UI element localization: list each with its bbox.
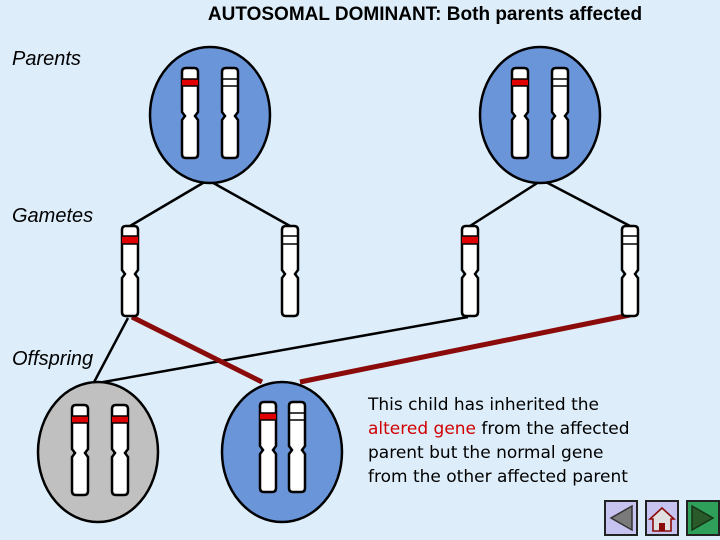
parent-1-cell [148,45,272,185]
line-g4-child2 [299,312,631,385]
gamete-3-altered [460,224,480,318]
altered-gene-highlight: altered gene [368,419,477,439]
line-p1-g2 [207,178,291,228]
note-line-2: altered gene from the affected [368,417,688,441]
note-line-2-rest: from the affected [476,419,630,439]
chromosome-altered [110,403,130,497]
chromosome-altered [180,66,200,160]
chromosome-normal [550,66,570,160]
chromosome-normal [220,66,240,160]
offspring-2-cell [220,380,344,524]
line-p2-g3 [469,178,543,228]
page-title: AUTOSOMAL DOMINANT: Both parents affecte… [207,4,643,25]
line-p2-g4 [541,178,631,228]
chromosome-altered [510,66,530,160]
chromosome-altered [70,403,90,497]
gamete-2-normal [280,224,300,318]
chromosome-altered [258,400,278,494]
gametes-label: Gametes [12,205,94,227]
line-g1-child2 [130,314,264,385]
chromosome-normal [287,400,307,494]
note-line-1: This child has inherited the [368,395,600,415]
note-line-3: parent but the normal gene [368,443,604,463]
parent-2-cell [478,45,602,185]
gamete-offspring-lines [90,312,631,387]
offspring-label: Offspring [12,348,94,370]
parent-gamete-lines [129,178,631,228]
forward-button[interactable] [686,500,720,536]
back-button[interactable] [604,500,638,536]
home-button[interactable] [645,500,679,536]
line-g1-child1 [90,317,130,387]
gamete-1-altered [120,224,140,318]
line-g3-child1 [91,315,469,386]
line-p1-g1 [129,178,209,228]
house-icon [647,506,677,532]
parents-label: Parents [12,48,81,70]
triangle-right-icon [691,504,715,532]
note-line-4: from the other affected parent [368,467,628,487]
explanation-text: This child has inherited the altered gen… [368,393,688,489]
offspring-1-cell [36,380,160,524]
triangle-left-icon [609,504,633,532]
gamete-4-normal [620,224,640,318]
